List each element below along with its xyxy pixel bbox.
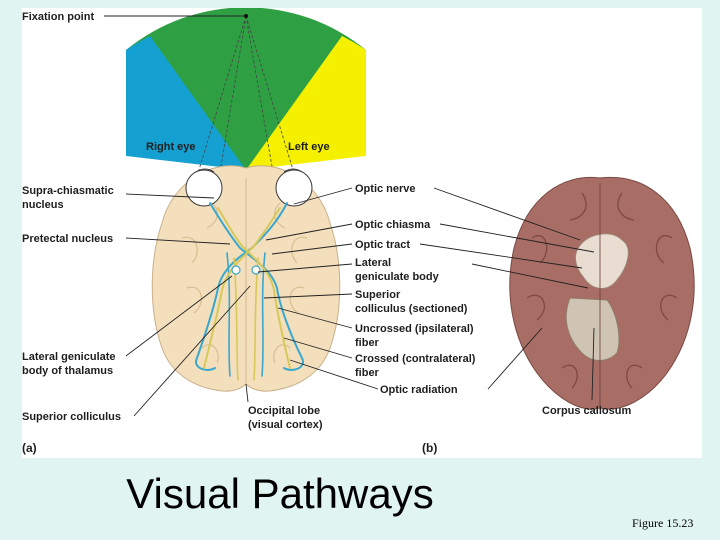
optic-pathways	[195, 202, 304, 381]
visual-field-bottom-white	[126, 156, 366, 170]
visual-field-green-sector	[126, 8, 366, 170]
brain-photo	[509, 176, 695, 410]
label-fixation-point: Fixation point	[22, 11, 94, 23]
visual-field-blue-sector-2	[126, 36, 246, 170]
right-eye-globe	[185, 169, 223, 207]
lead-lgb-thalamus	[125, 275, 233, 357]
lead-occipital	[245, 383, 249, 403]
figure-reference: Figure 15.23	[632, 516, 694, 530]
label-crossed-line2: fiber	[355, 367, 380, 379]
lead-lateral-geniculate	[257, 263, 353, 273]
lead-optic-chiasma-photo	[439, 223, 595, 253]
lead-corpus-callosum	[591, 327, 595, 401]
figure-svg: Fixation point Right eye Left eye Supra-…	[22, 8, 695, 455]
label-corpus-callosum: Corpus callosum	[542, 405, 631, 417]
lead-crossed	[283, 337, 353, 359]
visual-field	[126, 8, 366, 179]
panel-label-a: (a)	[22, 441, 37, 455]
visual-pathways-figure: Fixation point Right eye Left eye Supra-…	[22, 8, 702, 458]
photo-brain-outline	[509, 176, 695, 410]
label-lateral-geniculate-line1: Lateral	[355, 257, 391, 269]
pathway-blue-left	[195, 202, 288, 371]
lead-optic-tract	[271, 243, 353, 255]
lead-pretectal	[125, 237, 231, 245]
label-crossed-line1: Crossed (contralateral)	[355, 353, 476, 365]
label-occipital-lobe-line2: (visual cortex)	[248, 419, 323, 431]
sight-line-left-outer	[197, 15, 247, 174]
lead-superior-colliculus	[133, 285, 251, 417]
lgb-left-marker	[251, 265, 261, 275]
sight-line-right-outer	[245, 15, 295, 174]
lead-superior-colliculus-sec	[263, 293, 353, 299]
panel-label-b: (b)	[422, 441, 437, 455]
pathway-blue-right	[209, 202, 304, 371]
label-optic-tract: Optic tract	[355, 239, 410, 251]
lead-optic-radiation	[289, 359, 379, 390]
pathway-yellow-right	[217, 207, 291, 369]
label-superior-colliculus-sec-line2: colliculus (sectioned)	[355, 303, 468, 315]
lead-optic-chiasma	[265, 223, 353, 241]
lead-optic-radiation-photo	[487, 327, 543, 390]
lead-suprachiasmatic	[125, 193, 215, 199]
label-occipital-lobe-line1: Occipital lobe	[248, 405, 320, 417]
lead-optic-nerve	[293, 187, 353, 205]
lgb-right-marker	[231, 265, 241, 275]
label-pretectal-nucleus: Pretectal nucleus	[22, 233, 113, 245]
label-lateral-geniculate-line2: geniculate body	[355, 271, 440, 283]
left-eye-globe	[275, 169, 313, 207]
leader-lines	[104, 15, 595, 417]
lead-uncrossed	[277, 307, 353, 329]
label-superior-colliculus: Superior colliculus	[22, 411, 121, 423]
label-suprachiasmatic-line1: Supra-chiasmatic	[22, 185, 114, 197]
label-optic-nerve: Optic nerve	[355, 183, 416, 195]
fixation-point-dot	[244, 14, 248, 18]
slide-title: Visual Pathways	[126, 470, 434, 517]
label-left-eye: Left eye	[288, 141, 330, 153]
visual-field-yellow-sector-2	[246, 36, 366, 170]
sight-line-right-inner	[245, 15, 275, 179]
label-superior-colliculus-sec-line1: Superior	[355, 289, 401, 301]
right-eye-lens	[195, 168, 215, 173]
lead-optic-tract-photo	[419, 243, 583, 269]
lead-lateral-geniculate-photo	[471, 263, 589, 289]
label-uncrossed-line1: Uncrossed (ipsilateral)	[355, 323, 474, 335]
label-optic-radiation: Optic radiation	[380, 384, 458, 396]
label-lgb-thalamus-line1: Lateral geniculate	[22, 351, 116, 363]
sight-line-left-inner	[218, 15, 247, 179]
lead-optic-nerve-photo	[433, 187, 581, 241]
label-lgb-thalamus-line2: body of thalamus	[22, 365, 113, 377]
label-optic-chiasma: Optic chiasma	[355, 219, 431, 231]
label-suprachiasmatic-line2: nucleus	[22, 199, 64, 211]
left-eye-lens	[283, 168, 303, 173]
label-right-eye: Right eye	[146, 141, 196, 153]
label-uncrossed-line2: fiber	[355, 337, 380, 349]
photo-corpus-callosum	[565, 297, 620, 361]
